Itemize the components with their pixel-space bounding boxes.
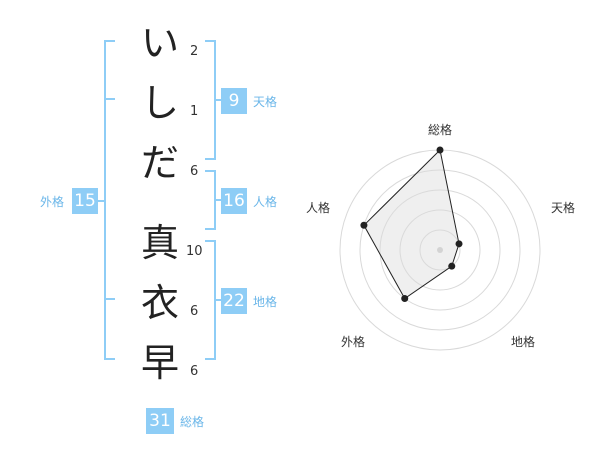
chikaku-value: 22 [221,288,247,314]
name-char-6: 早 [140,341,179,385]
tenkaku-value: 9 [221,88,247,114]
stroke-count-3: 6 [190,164,199,179]
tenkaku-label: 天格 [253,95,278,109]
radar-point-5 [360,221,368,229]
name-char-3: だ [140,141,179,185]
radar-axis-label-jinkaku: 人格 [306,201,331,215]
name-char-1: い [140,21,179,65]
stroke-count-2: 1 [190,104,199,119]
radar-ring-1 [419,229,461,271]
gaikaku-label: 外格 [40,195,65,209]
jinkaku-label: 人格 [253,195,278,209]
radar-point-1 [436,146,444,154]
radar-ring-3 [379,189,501,311]
radar-ring-4 [359,169,521,331]
chikaku-label: 地格 [253,295,278,309]
radar-center-dot [437,247,443,253]
radar-axis-label-chikaku: 地格 [511,335,536,349]
radar-axis-label-gaikaku: 外格 [341,335,366,349]
soukaku-label: 総格 [180,415,205,429]
radar-polygon [363,148,460,300]
radar-ring-2 [399,209,481,291]
stroke-count-4: 10 [186,244,203,259]
name-char-2: し [140,81,179,125]
radar-point-3 [448,262,456,270]
stroke-count-1: 2 [190,44,199,59]
name-char-4: 真 [140,221,179,265]
radar-axis-label-soukaku: 総格 [428,123,453,137]
gaikaku-value: 15 [72,188,98,214]
radar-point-4 [401,295,409,303]
stroke-count-5: 6 [190,304,199,319]
radar-point-2 [455,240,463,248]
jinkaku-value: 16 [221,188,247,214]
stroke-count-6: 6 [190,364,199,379]
name-char-5: 衣 [140,281,179,325]
soukaku-value: 31 [146,408,174,434]
radar-axis-label-tenkaku: 天格 [551,201,576,215]
